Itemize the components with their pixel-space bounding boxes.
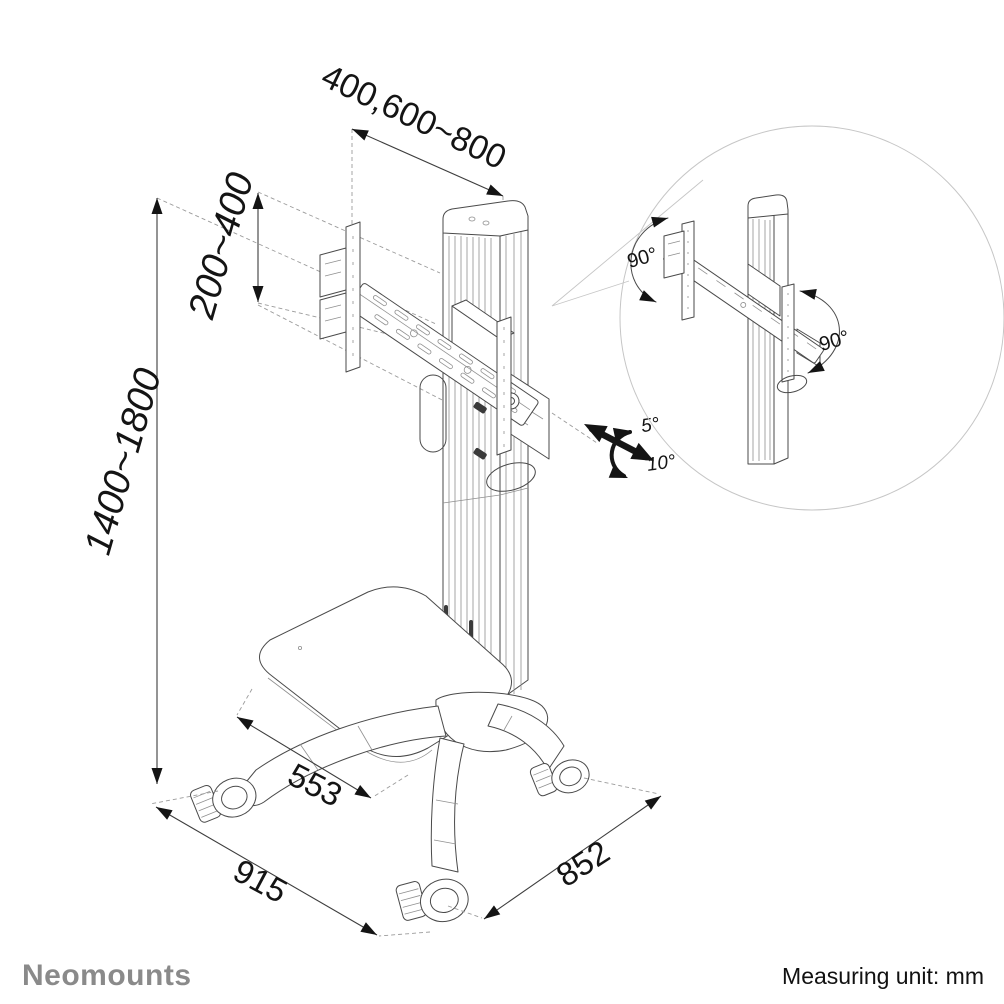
arrowhead	[153, 802, 173, 820]
column-top-cap	[443, 201, 528, 236]
rotation-right-label: 90°	[817, 326, 852, 355]
inset-callout-lines	[552, 180, 703, 306]
floor-stand-drawing	[189, 201, 594, 932]
rotation-right-annotation: 90°	[798, 285, 852, 378]
arrowhead	[480, 905, 501, 924]
tilt-annotation: 5° 10°	[579, 414, 678, 485]
mini-column-cap	[748, 195, 788, 218]
rotation-inset: 90° 90°	[552, 126, 1004, 510]
arrowhead	[151, 768, 163, 784]
measuring-unit-note: Measuring unit: mm	[782, 963, 984, 989]
dimension-base-depth: 852	[448, 778, 665, 924]
base-leg-right	[488, 704, 564, 770]
dim-base-width-label: 915	[227, 852, 293, 911]
mini-rail-left	[682, 221, 694, 320]
mini-rail-right	[782, 284, 794, 382]
arrowhead	[354, 785, 374, 803]
arrowhead	[349, 123, 369, 141]
cable-hook	[420, 375, 446, 452]
inset-mini-stand	[663, 195, 824, 464]
dimension-base-width: 915	[150, 791, 430, 940]
base-leg-front	[431, 738, 464, 872]
bar-slots	[364, 295, 526, 414]
footer: Neomounts Measuring unit: mm	[22, 959, 984, 992]
tilt-up-label: 5°	[640, 414, 661, 437]
column-cap-holes	[469, 217, 489, 225]
tv-interface-plate-left	[320, 248, 346, 339]
dimension-annotations: 400,600~800 200~400 1400~1800 553	[77, 57, 665, 940]
adjustment-handle	[483, 458, 538, 497]
caster-rear-right	[529, 749, 594, 805]
dim-column-height-label: 1400~1800	[77, 364, 170, 559]
dim-screen-width-label: 400,600~800	[316, 57, 512, 177]
dimension-screen-width: 400,600~800	[316, 57, 512, 202]
vesa-rail-right	[497, 317, 511, 455]
arrowhead	[644, 791, 665, 810]
column-extrusion-lines	[449, 236, 491, 696]
dim-vesa-height-label: 200~400	[180, 168, 262, 324]
caster-front	[395, 869, 473, 932]
rotation-left-label: 90°	[625, 243, 660, 272]
dimension-column-height: 1400~1800	[77, 198, 170, 784]
column-joint-line	[443, 488, 528, 503]
tilt-curve-arrowhead-down	[608, 464, 631, 485]
dim-base-depth-label: 852	[550, 833, 616, 894]
caster-left	[189, 769, 262, 830]
column-side-lines	[506, 232, 521, 697]
arrowhead	[252, 286, 264, 302]
rotation-arrowhead	[651, 212, 670, 228]
dimension-vesa-height: 200~400	[180, 168, 264, 324]
rotation-arrowhead	[639, 290, 659, 307]
locking-pins	[473, 401, 487, 460]
arrowhead	[486, 184, 506, 202]
arrowhead	[151, 198, 163, 214]
mini-carriage	[748, 264, 780, 316]
mini-handle	[775, 372, 808, 395]
inset-circle	[620, 126, 1004, 510]
rotation-arrowhead	[798, 285, 817, 300]
brand-logo: Neomounts	[22, 959, 192, 992]
tilt-down-label: 10°	[646, 451, 678, 476]
vesa-rail-left	[346, 222, 360, 372]
arrowhead	[360, 922, 380, 940]
